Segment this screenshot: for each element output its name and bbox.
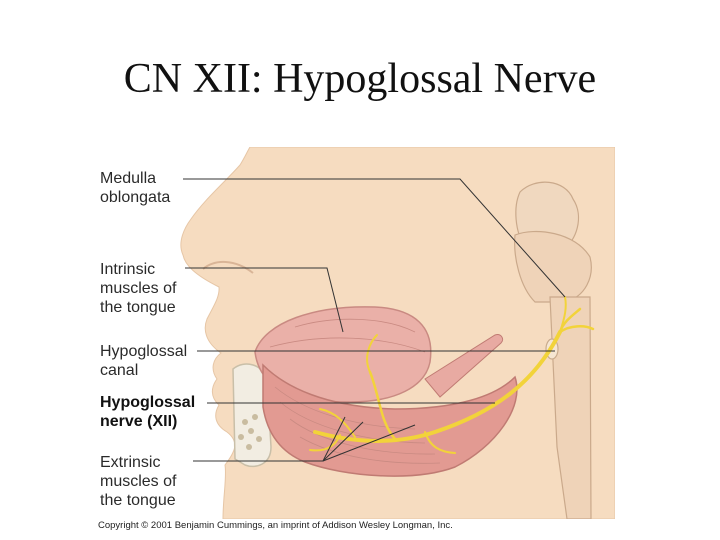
label-line: the tongue	[100, 492, 176, 509]
label-line: oblongata	[100, 189, 171, 206]
medulla-oblongata	[549, 296, 592, 519]
label-line: Medulla	[100, 170, 157, 187]
nostril-outline	[202, 261, 254, 274]
label-line: Hypoglossal	[100, 394, 196, 411]
label-line: nerve (XII)	[100, 413, 178, 430]
label-intrinsic-muscles: Intrinsic muscles of the tongue	[100, 260, 176, 317]
label-line: canal	[100, 362, 139, 379]
label-hypoglossal-canal: Hypoglossal canal	[100, 342, 187, 380]
pons	[514, 230, 592, 303]
anatomy-figure: Medulla oblongata Intrinsic muscles of t…	[95, 147, 615, 519]
label-medulla-oblongata: Medulla oblongata	[100, 169, 170, 207]
label-hypoglossal-nerve: Hypoglossal nerve (XII)	[100, 393, 195, 431]
styloglossus-muscle	[424, 334, 504, 398]
muscle-striations	[269, 318, 441, 464]
cerebellum	[515, 181, 579, 248]
label-line: the tongue	[100, 299, 176, 316]
label-line: muscles of	[100, 473, 177, 490]
slide-title: CN XII: Hypoglossal Nerve	[123, 56, 597, 102]
copyright-notice: Copyright © 2001 Benjamin Cummings, an i…	[98, 520, 453, 531]
leader-lines	[183, 178, 566, 462]
label-extrinsic-muscles: Extrinsic muscles of the tongue	[100, 453, 176, 510]
mandible-bone	[232, 363, 272, 468]
anatomy-illustration	[180, 147, 615, 519]
label-line: Extrinsic	[100, 454, 161, 471]
bone-pores	[238, 414, 262, 450]
label-line: muscles of	[100, 280, 177, 297]
label-line: Hypoglossal	[100, 343, 188, 360]
label-line: Intrinsic	[100, 261, 156, 278]
